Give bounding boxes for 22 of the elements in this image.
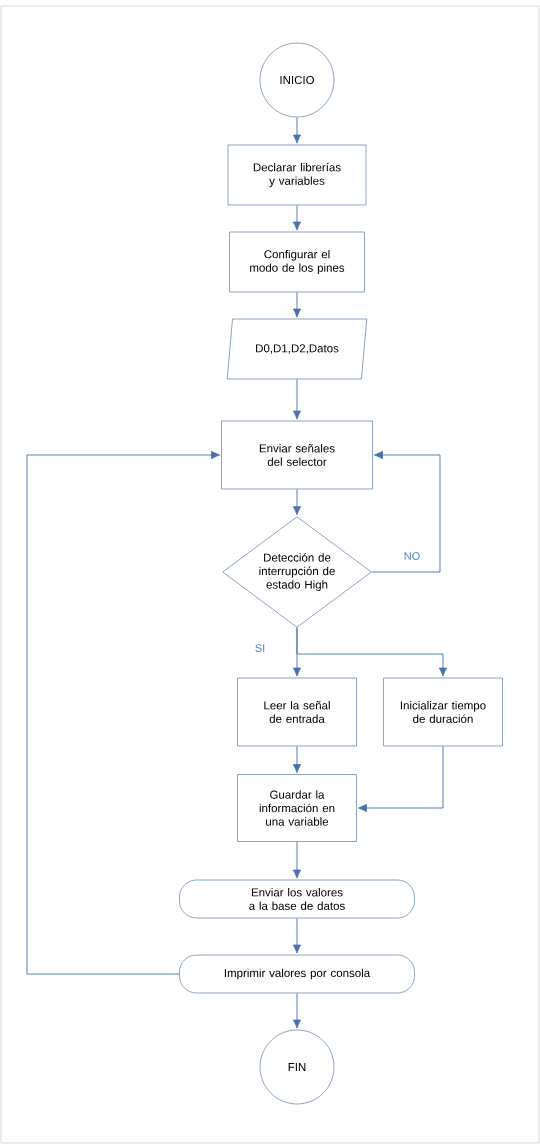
arrow bbox=[296, 627, 448, 677]
process-box: Configurar el modo de los pines bbox=[229, 231, 365, 293]
arrow bbox=[292, 378, 302, 420]
arrow bbox=[292, 745, 302, 774]
data-parallelogram: D0,D1,D2,Datos bbox=[226, 318, 368, 380]
arrow bbox=[357, 745, 444, 813]
process-box: Enviar señales del selector bbox=[221, 420, 373, 490]
process-box: Inicializar tiempo de duración bbox=[383, 677, 503, 747]
edge-label: NO bbox=[402, 551, 422, 561]
arrow bbox=[371, 450, 441, 573]
arrow bbox=[292, 204, 302, 231]
arrow bbox=[292, 291, 302, 318]
process-box: Declarar librerías y variables bbox=[227, 144, 367, 206]
arrow bbox=[292, 917, 302, 954]
arrow bbox=[292, 992, 302, 1029]
arrow bbox=[26, 450, 221, 975]
process-box: Guardar la información en una variable bbox=[237, 774, 357, 842]
process-box: Leer la señal de entrada bbox=[237, 677, 357, 747]
arrow bbox=[292, 116, 302, 144]
edge-label: SI bbox=[253, 643, 267, 653]
arrow bbox=[292, 488, 302, 516]
arrow bbox=[292, 841, 302, 879]
